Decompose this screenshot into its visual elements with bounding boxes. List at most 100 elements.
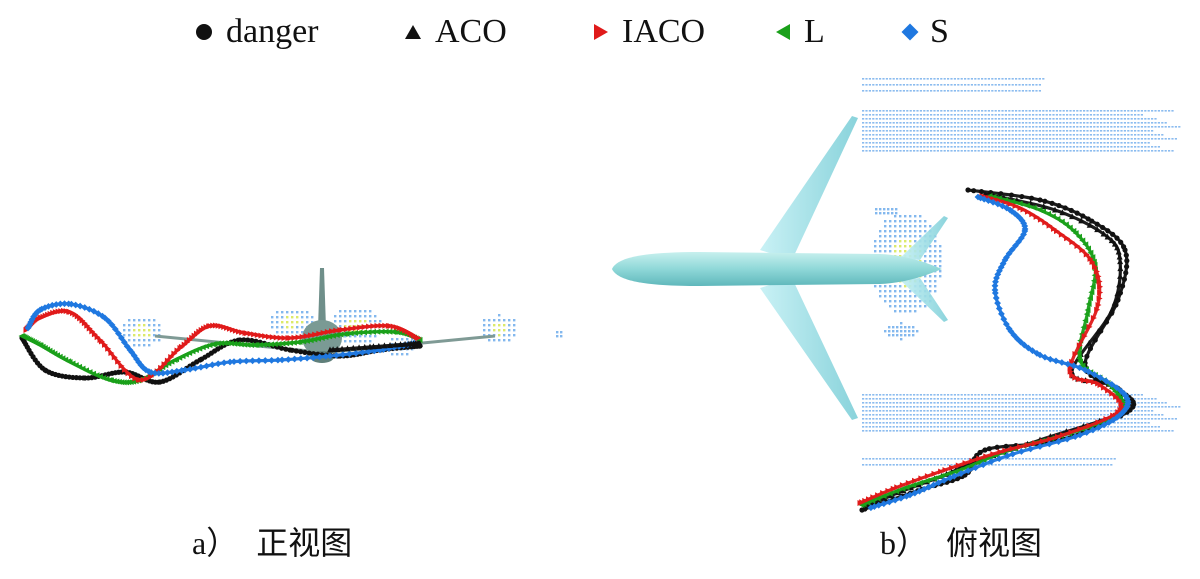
danger-point: [879, 414, 882, 416]
danger-point: [957, 146, 960, 148]
path-point: [192, 364, 199, 372]
danger-point: [987, 118, 990, 120]
danger-point: [1117, 426, 1120, 428]
danger-point: [967, 78, 970, 80]
path-point: [1054, 228, 1061, 235]
danger-point: [1038, 410, 1041, 412]
danger-point: [1062, 126, 1065, 128]
danger-point: [498, 319, 501, 322]
danger-point: [977, 394, 980, 396]
danger-point: [914, 230, 917, 233]
danger-point: [1042, 114, 1045, 116]
danger-point: [1089, 126, 1092, 128]
danger-point: [923, 464, 926, 466]
danger-point: [1059, 426, 1062, 428]
danger-point: [1161, 402, 1164, 404]
danger-point: [1015, 426, 1018, 428]
danger-point: [1096, 150, 1099, 152]
danger-point: [967, 458, 970, 460]
danger-point: [1015, 146, 1018, 148]
danger-point: [984, 138, 987, 140]
danger-point: [953, 410, 956, 412]
danger-point: [1035, 134, 1038, 136]
danger-point: [1140, 130, 1143, 132]
path-point: [1091, 371, 1098, 379]
danger-point: [964, 134, 967, 136]
danger-point: [1123, 138, 1126, 140]
danger-point: [513, 324, 516, 327]
danger-point: [970, 110, 973, 112]
danger-point: [1140, 138, 1143, 140]
danger-point: [1049, 410, 1052, 412]
danger-point: [1042, 122, 1045, 124]
danger-point: [1025, 422, 1028, 424]
danger-point: [1127, 134, 1130, 136]
danger-point: [1032, 138, 1035, 140]
danger-point: [1096, 110, 1099, 112]
danger-point: [960, 130, 963, 132]
danger-point: [1130, 134, 1133, 136]
path-point: [1023, 202, 1030, 209]
danger-point: [953, 78, 956, 80]
danger-point: [1045, 464, 1048, 466]
danger-point: [1076, 398, 1079, 400]
danger-point: [998, 118, 1001, 120]
danger-point: [943, 394, 946, 396]
danger-point: [1083, 458, 1086, 460]
danger-point: [981, 150, 984, 152]
danger-point: [916, 330, 919, 333]
danger-point: [1015, 90, 1018, 92]
danger-point: [933, 402, 936, 404]
danger-point: [981, 394, 984, 396]
path-point: [1090, 314, 1097, 321]
danger-point: [1032, 398, 1035, 400]
danger-point: [930, 146, 933, 148]
danger-point: [1079, 138, 1082, 140]
danger-point: [1045, 414, 1048, 416]
danger-point: [1008, 458, 1011, 460]
danger-point: [1079, 126, 1082, 128]
danger-point: [1062, 150, 1065, 152]
danger-point: [923, 110, 926, 112]
danger-point: [896, 394, 899, 396]
path-point: [1064, 360, 1072, 368]
danger-point: [991, 414, 994, 416]
danger-point: [882, 142, 885, 144]
danger-point: [1035, 426, 1038, 428]
danger-point: [349, 325, 352, 328]
danger-point: [904, 290, 907, 293]
danger-point: [1157, 146, 1160, 148]
danger-point: [1076, 114, 1079, 116]
danger-point: [906, 418, 909, 420]
danger-point: [953, 122, 956, 124]
danger-point: [939, 265, 942, 268]
danger-point: [1004, 114, 1007, 116]
danger-point: [1038, 150, 1041, 152]
danger-point: [934, 290, 937, 293]
danger-point: [906, 126, 909, 128]
danger-point: [994, 126, 997, 128]
danger-point: [1035, 418, 1038, 420]
danger-point: [1083, 402, 1086, 404]
danger-point: [1001, 84, 1004, 86]
danger-point: [943, 110, 946, 112]
danger-point: [889, 78, 892, 80]
danger-point: [991, 426, 994, 428]
path-point: [366, 323, 373, 330]
path-point: [101, 314, 109, 322]
danger-point: [1089, 142, 1092, 144]
danger-point: [1052, 110, 1055, 112]
danger-point: [943, 406, 946, 408]
danger-point: [1171, 406, 1174, 408]
danger-point: [970, 146, 973, 148]
danger-point: [1079, 394, 1082, 396]
danger-point: [1062, 146, 1065, 148]
danger-point: [936, 130, 939, 132]
danger-point: [1052, 458, 1055, 460]
danger-point: [123, 324, 126, 327]
danger-point: [862, 90, 865, 92]
danger-point: [1144, 118, 1147, 120]
danger-point: [998, 150, 1001, 152]
danger-point: [879, 394, 882, 396]
danger-point: [1042, 110, 1045, 112]
